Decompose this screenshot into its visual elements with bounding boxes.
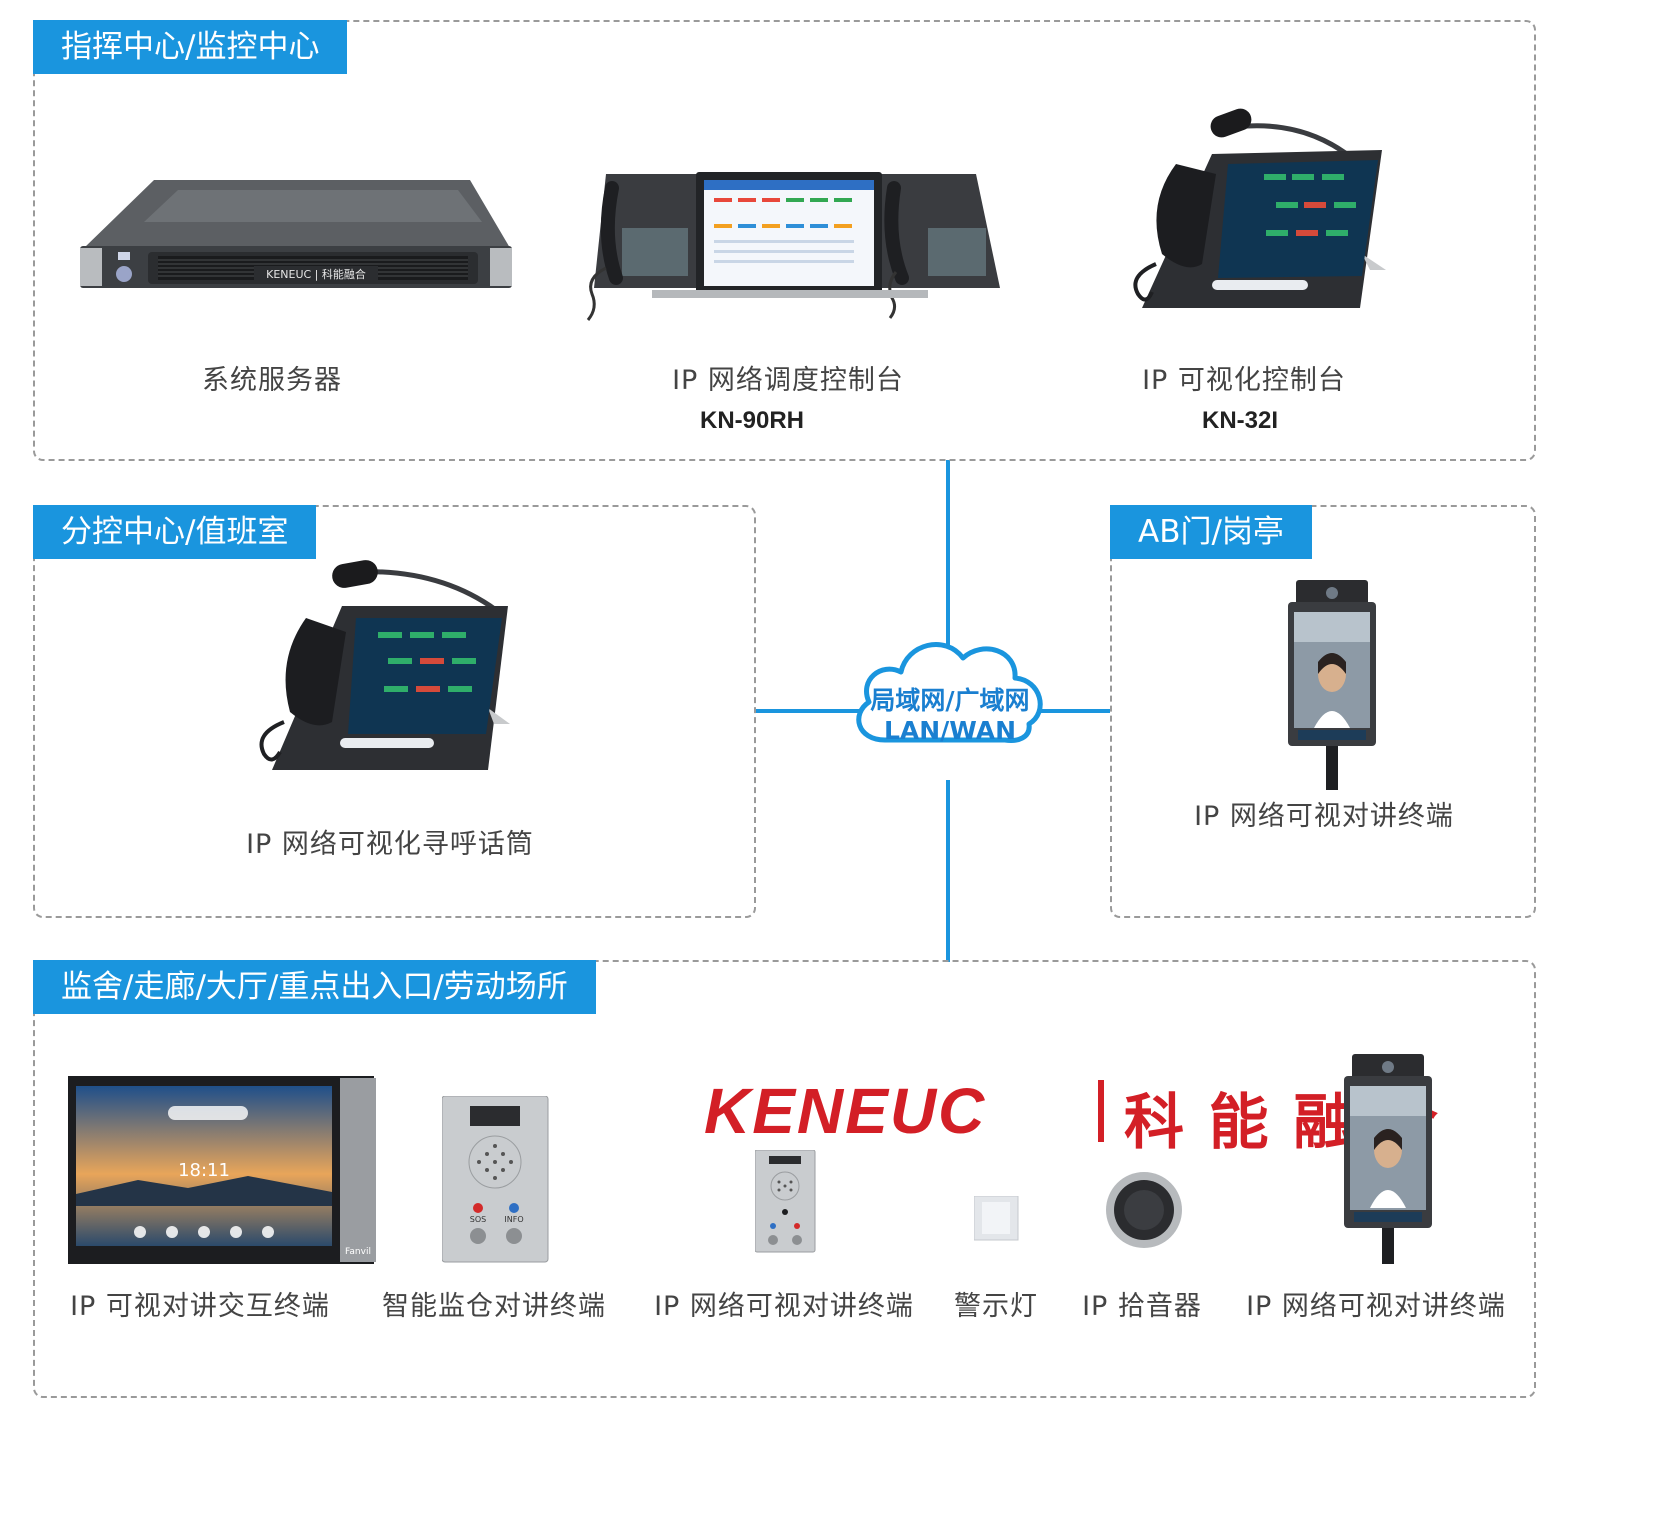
- device-label-interactive-terminal: IP 可视对讲交互终端: [70, 1291, 330, 1322]
- zone-ab-gate: AB门/岗亭: [1110, 505, 1536, 918]
- sos-label: SOS: [470, 1215, 486, 1224]
- zone-title: AB门/岗亭: [1110, 505, 1312, 559]
- network-label-en: LAN/WAN: [883, 716, 1017, 745]
- device-label-warning-light: 警示灯: [954, 1291, 1038, 1322]
- device-label-sound-pickup: IP 拾音器: [1082, 1291, 1202, 1322]
- zone-title: 监舍/走廊/大厅/重点出入口/劳动场所: [33, 960, 596, 1014]
- network-label-cn: 局域网/广域网: [870, 686, 1030, 715]
- visual-console-icon: [1133, 108, 1386, 308]
- logo-brand: KENEUC: [704, 1075, 987, 1147]
- network-cloud-label: 局域网/广域网 LAN/WAN: [850, 686, 1050, 746]
- network-line-right: [1040, 709, 1110, 713]
- terminal-panel-brand: Fanvil: [345, 1247, 371, 1257]
- company-logo: KENEUC 科 能 融 合: [700, 1074, 1460, 1156]
- device-label-paging-mic: IP 网络可视化寻呼话筒: [246, 829, 534, 860]
- dispatch-console-icon: [586, 172, 1000, 321]
- zone-command-center: 指挥中心/监控中心: [33, 20, 1536, 461]
- face-terminal-icon: [1344, 1054, 1432, 1264]
- face-terminal-icon: [1288, 580, 1376, 790]
- device-model-visual-console: KN-32I: [1201, 407, 1279, 434]
- zone-title: 指挥中心/监控中心: [33, 20, 348, 74]
- device-label-face-terminal: IP 网络可视对讲终端: [1246, 1291, 1506, 1322]
- sound-pickup-icon: [1106, 1172, 1182, 1248]
- video-intercom-icon: [755, 1150, 816, 1253]
- device-label-server: 系统服务器: [202, 365, 342, 396]
- network-line-bottom: [946, 780, 950, 962]
- device-model-dispatch: KN-90RH: [699, 407, 805, 434]
- interactive-terminal-icon: 18:11 Fanvil: [68, 1076, 376, 1264]
- device-label-gate-terminal: IP 网络可视对讲终端: [1194, 801, 1454, 832]
- network-line-left: [755, 709, 863, 713]
- device-label-dispatch: IP 网络调度控制台: [672, 365, 904, 396]
- cell-intercom-icon: SOS INFO: [442, 1096, 549, 1263]
- terminal-time: 18:11: [178, 1160, 230, 1181]
- network-line-top: [946, 460, 950, 654]
- device-label-video-intercom: IP 网络可视对讲终端: [654, 1291, 914, 1322]
- server-brand: KENEUC | 科能融合: [266, 267, 366, 281]
- zone-title: 分控中心/值班室: [33, 505, 317, 559]
- logo-divider: [1098, 1080, 1104, 1142]
- warning-light-icon: [974, 1196, 1019, 1241]
- device-label-cell-intercom: 智能监仓对讲终端: [382, 1291, 606, 1322]
- info-label: INFO: [504, 1215, 523, 1224]
- zone-cells: 监舍/走廊/大厅/重点出入口/劳动场所: [33, 960, 1536, 1398]
- rack-server-icon: KENEUC | 科能融合: [80, 180, 512, 288]
- network-cloud-icon: [856, 642, 1043, 743]
- device-label-visual-console: IP 可视化控制台: [1142, 365, 1346, 396]
- zone-branch-control: 分控中心/值班室: [33, 505, 756, 918]
- paging-microphone-icon: [259, 560, 510, 770]
